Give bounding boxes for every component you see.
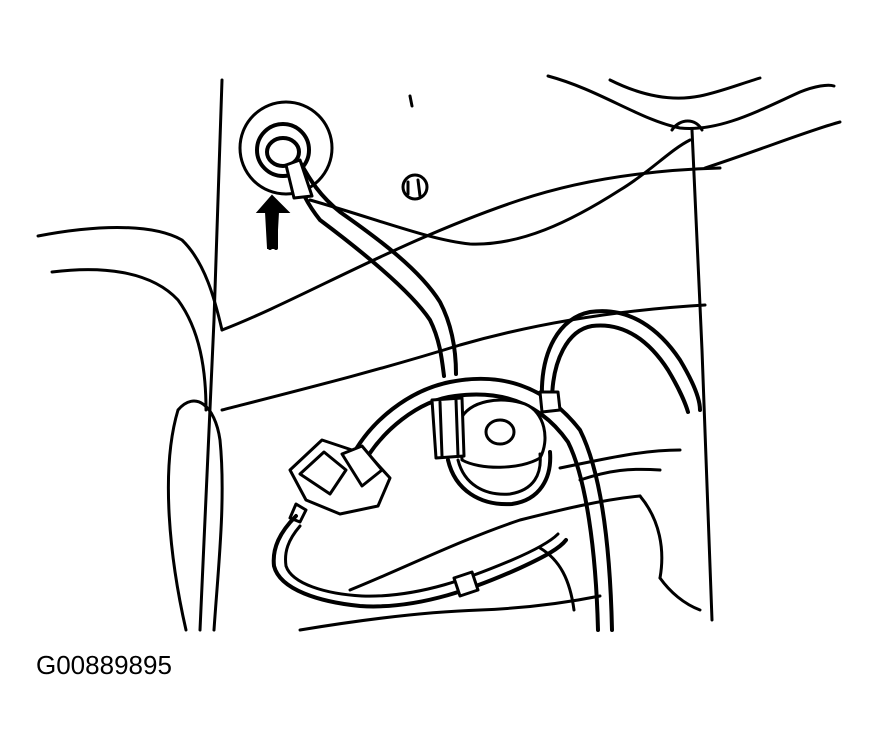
connector-boot (340, 444, 384, 488)
top-right-curve (546, 74, 836, 130)
right-wall-curve (703, 120, 842, 170)
lower-wire-run (271, 514, 568, 609)
figure-code: G00889895 (36, 650, 172, 680)
right-pillar-left (690, 128, 714, 622)
bolt-shaft (406, 178, 422, 198)
wire-loop-small-2 (456, 452, 542, 496)
bracket-bolt (484, 418, 516, 446)
grommet-ring (255, 122, 311, 178)
chassis-curve-4 (298, 594, 602, 632)
wire-boot (284, 158, 314, 200)
body-contour-left (36, 226, 224, 332)
grommet-inner (265, 136, 301, 168)
chassis-curve-5 (538, 546, 576, 612)
panel-sweep-lower (220, 303, 707, 412)
sensor-wire-upper (290, 163, 446, 378)
chassis-curve-3 (638, 494, 664, 580)
lower-left-bulge (166, 399, 224, 632)
chassis-curve-2 (558, 448, 682, 470)
clip-left-lines (438, 398, 460, 458)
top-right-curve-2 (608, 76, 762, 100)
hose-loop-right-inner (550, 323, 690, 414)
sensor-wire-upper-2 (298, 160, 458, 376)
panel-top-ledge (308, 138, 692, 246)
chassis-curve-1 (348, 494, 642, 592)
hose-loop-right (539, 309, 702, 412)
right-pillar-top (670, 119, 704, 132)
connector-face (298, 450, 348, 496)
body-contour-left-inner (50, 268, 208, 412)
lower-wire-run-2 (284, 524, 560, 598)
grommet-outer (238, 100, 334, 196)
pointer-arrow-stem (268, 210, 278, 250)
pointer-arrow-icon (255, 194, 291, 249)
wire-clip-lower (452, 570, 480, 598)
hose-loop-outer (348, 376, 614, 632)
chassis-curve-7 (578, 467, 662, 482)
panel-left-edge (198, 78, 224, 632)
wire-loop-small (446, 450, 553, 507)
clip-right (538, 390, 562, 414)
chassis-curve-6 (658, 576, 702, 612)
small-tab (408, 94, 414, 108)
